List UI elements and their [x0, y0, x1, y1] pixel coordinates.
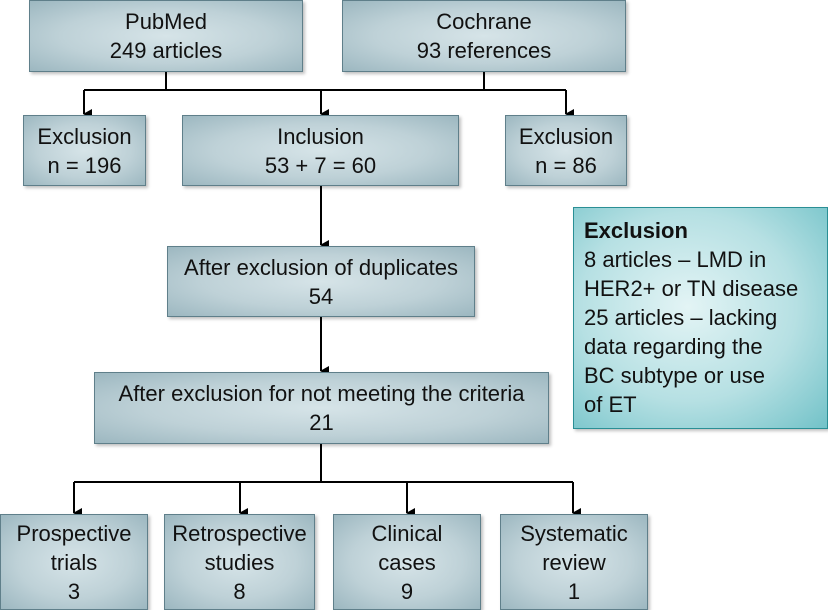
criteria-box: After exclusion for not meeting the crit…	[94, 372, 549, 444]
exclusion-right-label: Exclusion	[518, 123, 614, 149]
outcome-label-line1: Prospective	[16, 520, 132, 546]
pubmed-count: 249 articles	[109, 38, 223, 63]
cochrane-label: Cochrane	[436, 9, 532, 34]
outcome-count: 1	[567, 578, 581, 604]
exclusion-note-line: data regarding the	[584, 334, 763, 359]
duplicates-count: 54	[308, 283, 334, 309]
outcome-count: 3	[67, 578, 81, 604]
exclusion-left-label: Exclusion	[37, 123, 132, 149]
outcome-label-line1: Retrospective	[172, 520, 307, 546]
pubmed-label: PubMed	[125, 9, 207, 34]
outcome-label-line2: review	[542, 549, 606, 575]
exclusion-note-line: of ET	[584, 392, 637, 417]
outcome-retrospective-box: Retrospective studies 8	[164, 514, 315, 610]
criteria-label: After exclusion for not meeting the crit…	[118, 381, 525, 406]
exclusion-right-count: n = 86	[535, 152, 597, 178]
outcome-label-line1: Systematic	[520, 520, 628, 546]
outcome-label-line2: trials	[50, 549, 98, 575]
exclusion-left-count: n = 196	[47, 152, 122, 178]
outcome-label-line2: cases	[378, 549, 436, 575]
outcome-label-line1: Clinical	[371, 520, 443, 546]
cochrane-box: Cochrane 93 references	[342, 0, 626, 72]
exclusion-note-line: 25 articles – lacking	[584, 305, 778, 330]
inclusion-box: Inclusion 53 + 7 = 60	[182, 115, 459, 186]
outcome-prospective-box: Prospective trials 3	[0, 514, 148, 610]
duplicates-box: After exclusion of duplicates 54	[167, 246, 475, 317]
criteria-count: 21	[309, 410, 334, 435]
outcome-count: 8	[233, 578, 246, 604]
exclusion-right-box: Exclusion n = 86	[505, 115, 627, 186]
exclusion-note-line: BC subtype or use	[584, 363, 765, 388]
pubmed-box: PubMed 249 articles	[29, 0, 303, 72]
exclusion-note-box: Exclusion 8 articles – LMD in HER2+ or T…	[573, 207, 828, 429]
exclusion-note-line: HER2+ or TN disease	[584, 276, 799, 301]
outcome-clinical-box: Clinical cases 9	[333, 514, 481, 610]
duplicates-label: After exclusion of duplicates	[184, 254, 458, 280]
outcome-count: 9	[400, 578, 414, 604]
outcome-systematic-box: Systematic review 1	[500, 514, 648, 610]
outcome-label-line2: studies	[204, 549, 275, 575]
exclusion-left-box: Exclusion n = 196	[23, 115, 146, 186]
exclusion-note-title: Exclusion	[584, 218, 688, 243]
inclusion-count: 53 + 7 = 60	[264, 152, 377, 178]
cochrane-count: 93 references	[416, 38, 552, 63]
inclusion-label: Inclusion	[277, 123, 364, 149]
exclusion-note-line: 8 articles – LMD in	[584, 247, 767, 272]
